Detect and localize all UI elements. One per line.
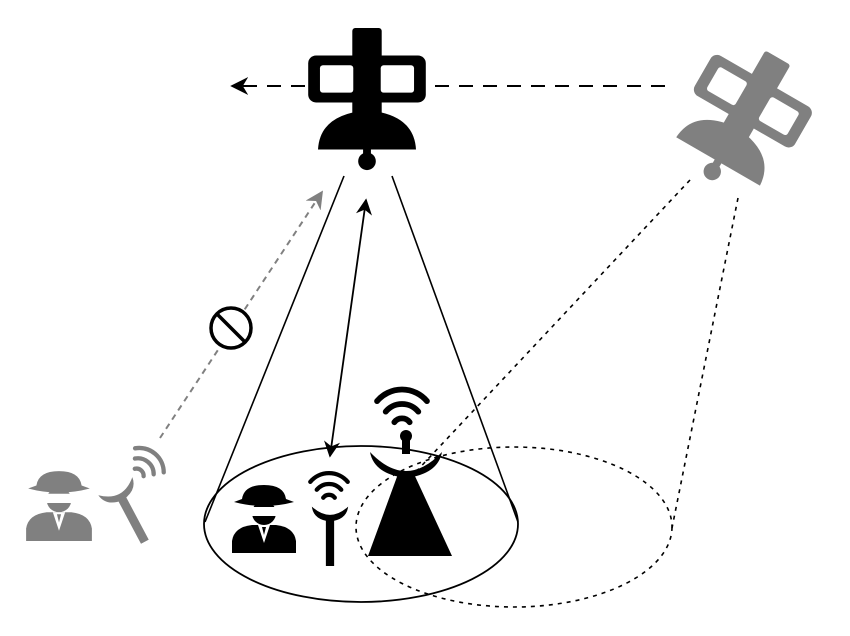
secondary-coverage-area [355,446,673,608]
uplink-downlink-arrow [324,198,372,458]
wifi-signal-icon [377,390,427,423]
spy-icon [232,485,296,553]
coverage-cone-right [391,175,519,523]
satellite-icon [308,28,426,171]
secondary-cone-left [411,179,691,477]
satellite-icon [657,28,829,209]
wifi-signal-icon [310,473,347,498]
primary-coverage-area [203,445,519,603]
satellite-dish-icon [368,430,452,556]
spy-icon [26,471,92,541]
antenna-dish-icon [98,477,162,551]
wifi-signal-icon [125,442,169,485]
prohibited-icon [209,306,253,350]
antenna-dish-icon [311,506,349,566]
secondary-cone-right [671,197,739,529]
coverage-cone-left [204,175,345,523]
